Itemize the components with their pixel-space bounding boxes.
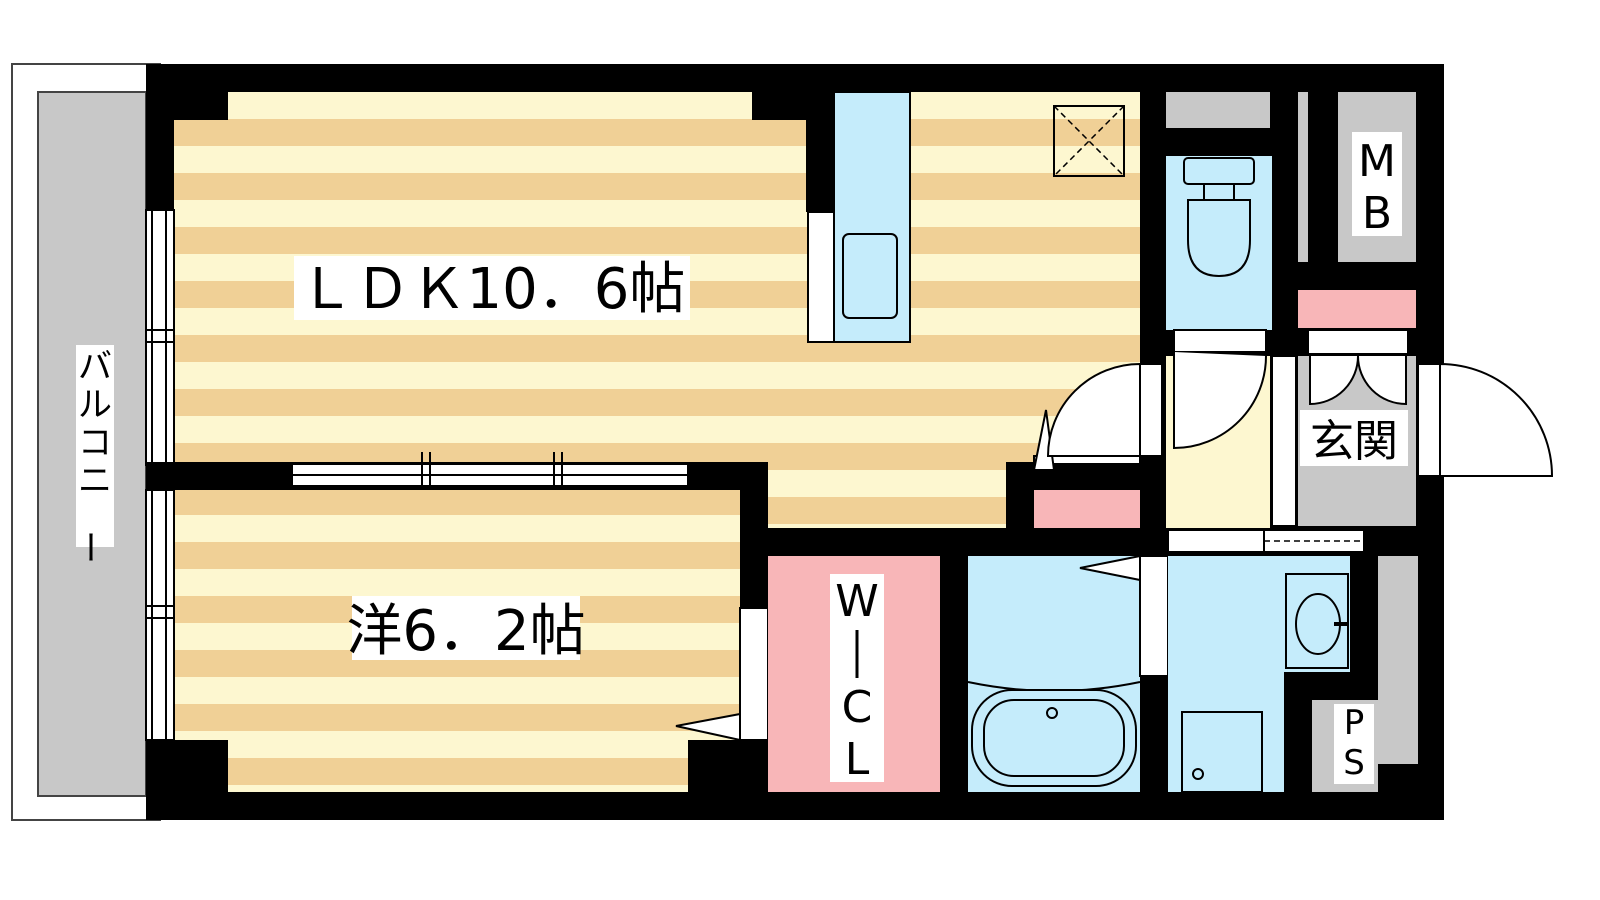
toilet-room	[1166, 92, 1272, 353]
ceiling-vent-icon	[1053, 105, 1125, 177]
ps-letter-p: P	[1344, 703, 1365, 743]
mb-letter-b: B	[1362, 188, 1392, 239]
washing-machine-pan-icon	[1181, 711, 1263, 793]
western-room	[145, 489, 769, 820]
pipe-space: P S	[1312, 556, 1418, 792]
wic-letter-c: C	[842, 682, 873, 733]
kitchen-sink-icon	[842, 233, 898, 319]
western-label: 洋6．2帖	[346, 599, 585, 664]
toilet-icon	[1183, 157, 1255, 278]
bathtub-icon	[971, 689, 1137, 787]
hallway	[1046, 352, 1297, 528]
wash-room	[1139, 529, 1365, 793]
meter-box: M B	[1298, 92, 1416, 262]
entrance: 玄関	[1298, 290, 1554, 526]
kitchen-counter	[807, 91, 911, 343]
wic-letter-w: W	[835, 576, 879, 627]
entrance-label: 玄関	[1310, 416, 1398, 467]
ps-letter-s: S	[1343, 743, 1365, 783]
balcony: バルコニー	[11, 63, 161, 821]
wic-letter-l: L	[845, 734, 870, 785]
balcony-label: バルコニー	[69, 347, 112, 564]
ldk-western-partition	[146, 452, 768, 500]
ldk-label: ＬＤＫ10．6帖	[299, 257, 686, 322]
walk-in-closet: W C L	[768, 556, 940, 792]
mb-letter-m: M	[1358, 136, 1396, 187]
bathroom	[967, 554, 1141, 792]
